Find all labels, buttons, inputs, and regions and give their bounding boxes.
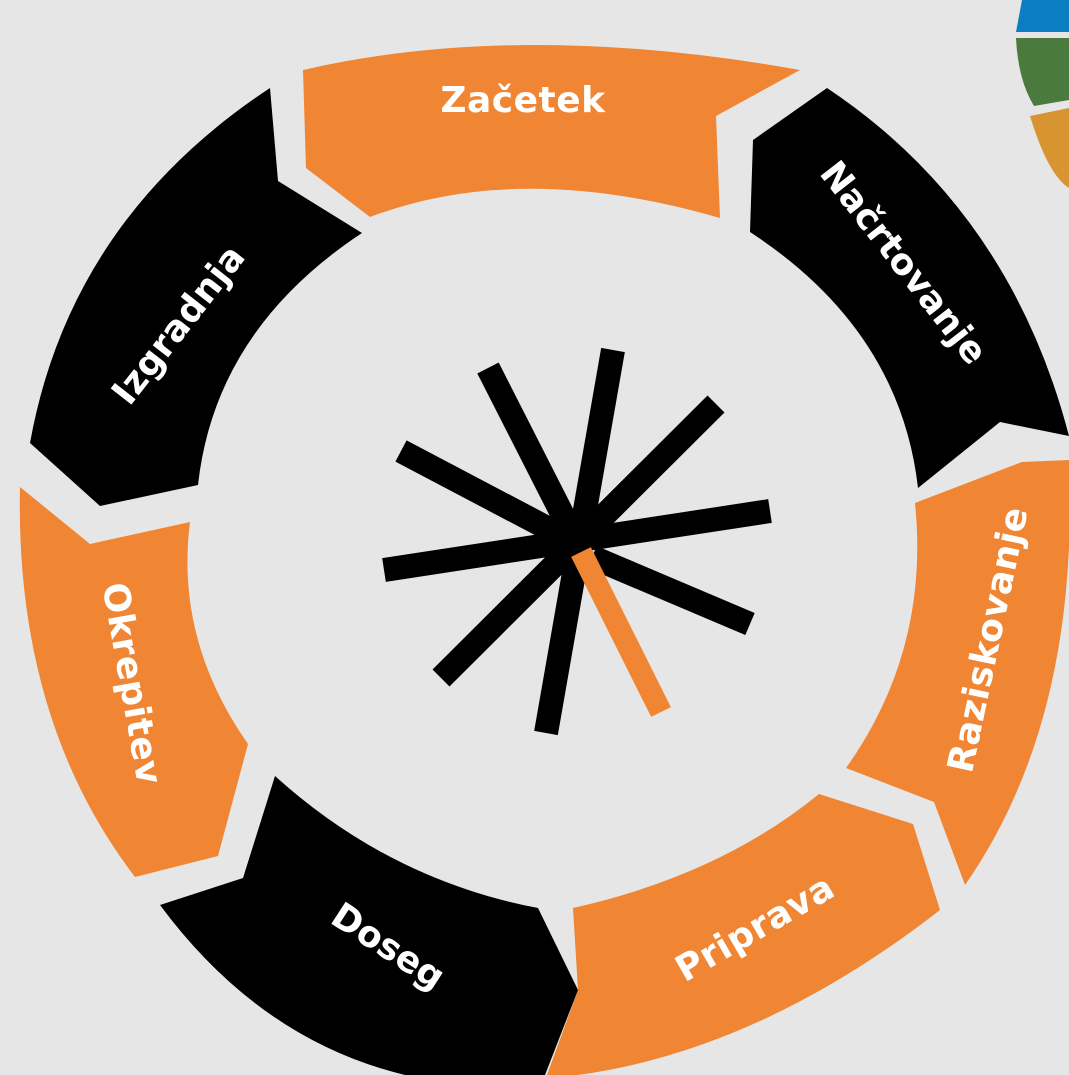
ring-segments — [19, 45, 1069, 1075]
segment-okrepitev — [19, 487, 248, 877]
segment-izgradnja — [30, 88, 362, 506]
segment-raziskovanje — [846, 460, 1069, 885]
segment-priprava — [547, 794, 940, 1075]
segment-doseg — [160, 776, 578, 1075]
segment-nacrtovanje — [750, 88, 1069, 488]
sdg-color-wheel-icon — [1016, 0, 1069, 188]
segment-zacetek — [303, 45, 800, 218]
asterisk-starburst-icon — [382, 347, 772, 736]
stage-label-zacetek: Začetek — [440, 80, 606, 121]
